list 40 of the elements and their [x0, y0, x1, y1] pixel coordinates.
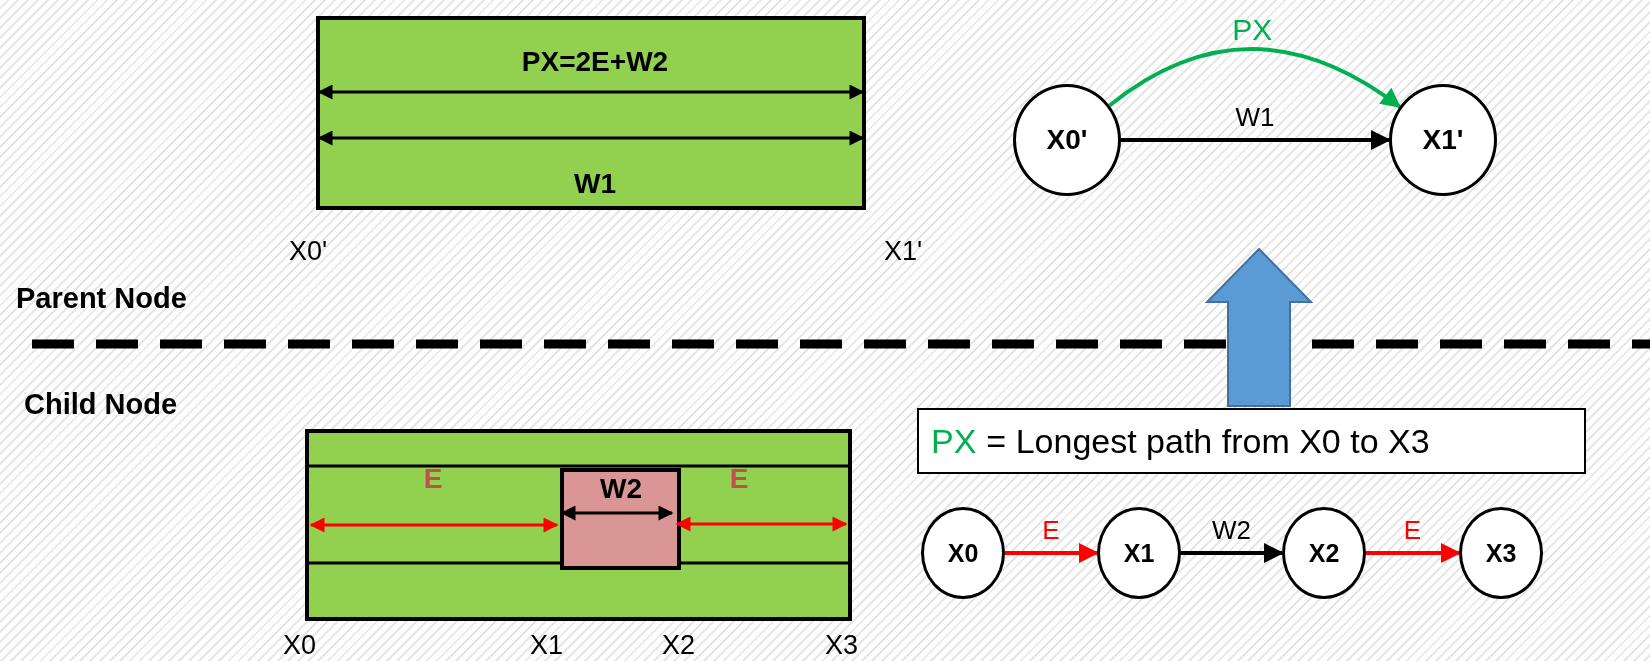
graph-node [1097, 507, 1181, 599]
node-label: X1 [1123, 538, 1155, 568]
dimension-label: W2 [600, 475, 642, 503]
edge-label: E [1403, 517, 1422, 543]
node-label: X3 [1485, 538, 1517, 568]
coordinate-label: X0 [283, 632, 317, 659]
edge-label: E [1042, 517, 1060, 543]
dimension-panel [305, 429, 852, 621]
graph-node [1282, 507, 1366, 599]
definition-text: = Longest path from X0 to X3 [986, 421, 1430, 461]
edge-label: PX [1232, 15, 1273, 46]
coordinate-label: X1 [530, 632, 564, 659]
section-heading: Child Node [24, 390, 178, 419]
graph-node [921, 507, 1005, 599]
coordinate-label: X2 [662, 632, 696, 659]
graph-node [1013, 84, 1121, 196]
symbol-label: PX [931, 421, 977, 461]
coordinate-label: X1' [884, 238, 923, 265]
dimension-label: E [423, 465, 443, 493]
node-label: X0' [1046, 124, 1088, 156]
arrow [1121, 130, 1391, 150]
coordinate-label: X0' [289, 238, 328, 265]
edge-label: W2 [1212, 517, 1251, 543]
edge-label: W1 [1235, 104, 1275, 130]
arrow [1108, 47, 1402, 109]
arrow [1366, 543, 1461, 563]
node-label: X1' [1422, 124, 1464, 156]
graph-node [1459, 507, 1543, 599]
graph-node [1389, 84, 1497, 196]
node-label: X2 [1308, 538, 1340, 568]
arrow [1181, 543, 1284, 563]
dimension-label: E [729, 465, 749, 493]
node-label: X0 [947, 538, 979, 568]
dimension-panel [316, 16, 866, 210]
coordinate-label: X3 [825, 632, 859, 659]
arrow [1005, 543, 1099, 563]
definition-box [917, 408, 1586, 474]
section-heading: Parent Node [16, 284, 187, 313]
dimension-label: W1 [574, 170, 616, 198]
dimension-label: PX=2E+W2 [521, 48, 669, 76]
